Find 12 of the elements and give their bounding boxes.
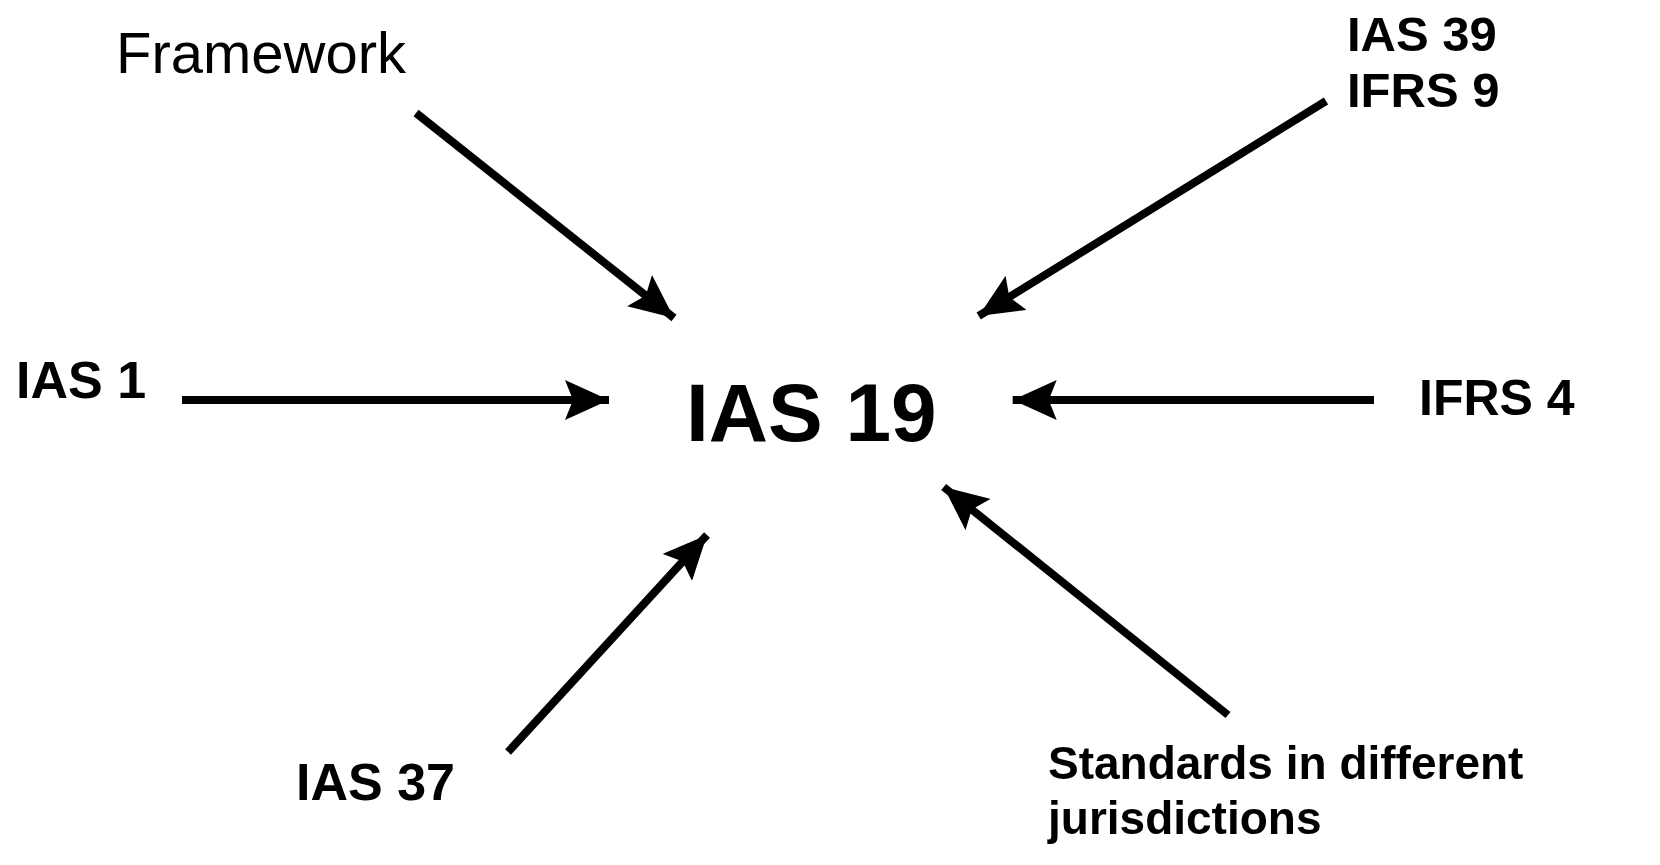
source-label: Framework bbox=[116, 24, 407, 82]
source-label: IAS 39 bbox=[1347, 6, 1498, 63]
arrow bbox=[941, 483, 1231, 719]
source-label: Standards in different jurisdictions bbox=[1048, 736, 1525, 847]
source-label: IAS 37 bbox=[296, 756, 455, 808]
arrow bbox=[976, 97, 1329, 320]
arrow bbox=[505, 532, 710, 755]
source-label: IFRS 4 bbox=[1419, 373, 1575, 423]
source-label: IAS 1 bbox=[16, 354, 147, 406]
arrow bbox=[413, 109, 677, 322]
source-label: IFRS 9 bbox=[1347, 62, 1500, 119]
center-label: IAS 19 bbox=[686, 372, 937, 454]
